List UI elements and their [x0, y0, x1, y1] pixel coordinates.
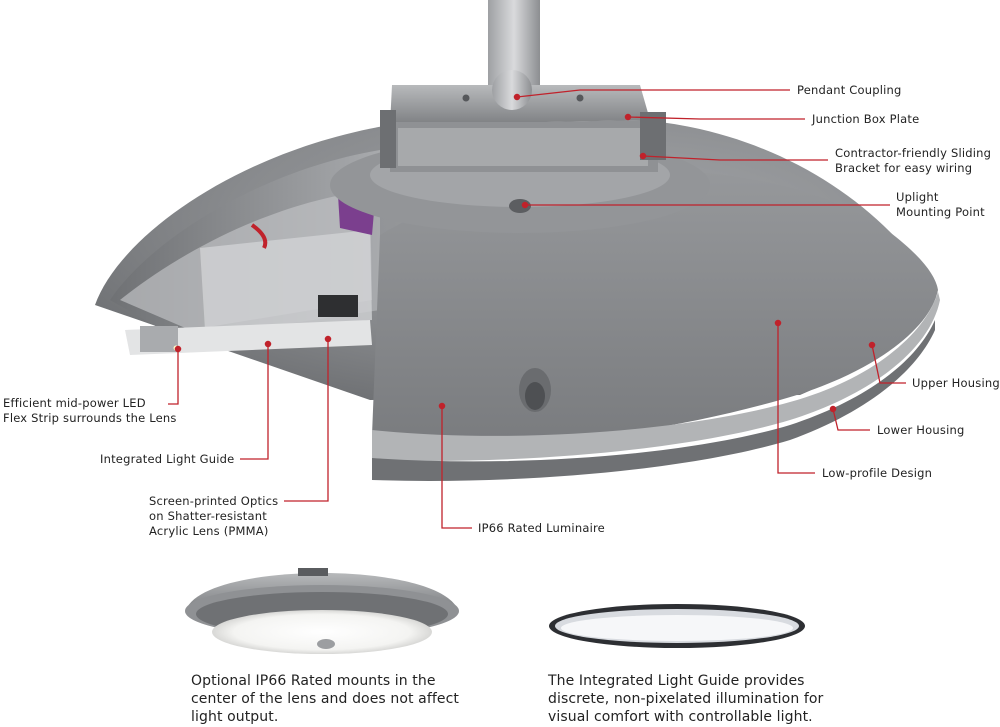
leader-low-profile	[777, 323, 815, 474]
label-uplight-mounting: Uplight Mounting Point	[896, 190, 985, 219]
leader-ip66	[441, 406, 472, 529]
lower-housing-band	[372, 292, 940, 461]
light-guide-panel	[561, 615, 793, 641]
caption-light-guide: The Integrated Light Guide provides disc…	[548, 673, 824, 725]
leader-optics	[284, 339, 329, 502]
label-junction-box-plate: Junction Box Plate	[812, 112, 920, 126]
leader-junction-box	[627, 116, 805, 120]
label-optics: Screen-printed Optics on Shatter-resista…	[149, 494, 279, 538]
label-upper-housing: Upper Housing	[912, 376, 1000, 390]
label-sliding-bracket: Contractor-friendly Sliding Bracket for …	[835, 146, 992, 175]
label-pendant-coupling: Pendant Coupling	[797, 83, 902, 97]
label-led-strip: Efficient mid-power LED Flex Strip surro…	[3, 396, 177, 425]
main-luminaire	[95, 0, 940, 481]
internal-connector	[318, 295, 358, 317]
leader-led-strip	[168, 349, 179, 405]
illuminated-lens	[212, 610, 432, 654]
leader-lines	[168, 89, 906, 529]
housing-front-half	[372, 169, 938, 440]
center-mount	[317, 639, 335, 649]
leader-lower-housing	[832, 408, 870, 431]
lens-edge	[125, 320, 372, 355]
leader-light-guide	[240, 344, 269, 460]
label-low-profile: Low-profile Design	[822, 466, 933, 480]
label-light-guide: Integrated Light Guide	[100, 452, 235, 466]
leader-sliding-bracket	[642, 155, 828, 161]
leader-pendant-coupling	[516, 89, 790, 98]
label-lower-housing: Lower Housing	[877, 423, 965, 437]
leader-upper-housing	[871, 344, 906, 384]
label-ip66-luminaire: IP66 Rated Luminaire	[478, 521, 605, 535]
product-view-light-guide	[549, 604, 805, 648]
led-strip-block	[140, 326, 178, 352]
product-view-ip66-mount	[185, 568, 459, 654]
caption-ip66-mount: Optional IP66 Rated mounts in the center…	[191, 673, 459, 725]
